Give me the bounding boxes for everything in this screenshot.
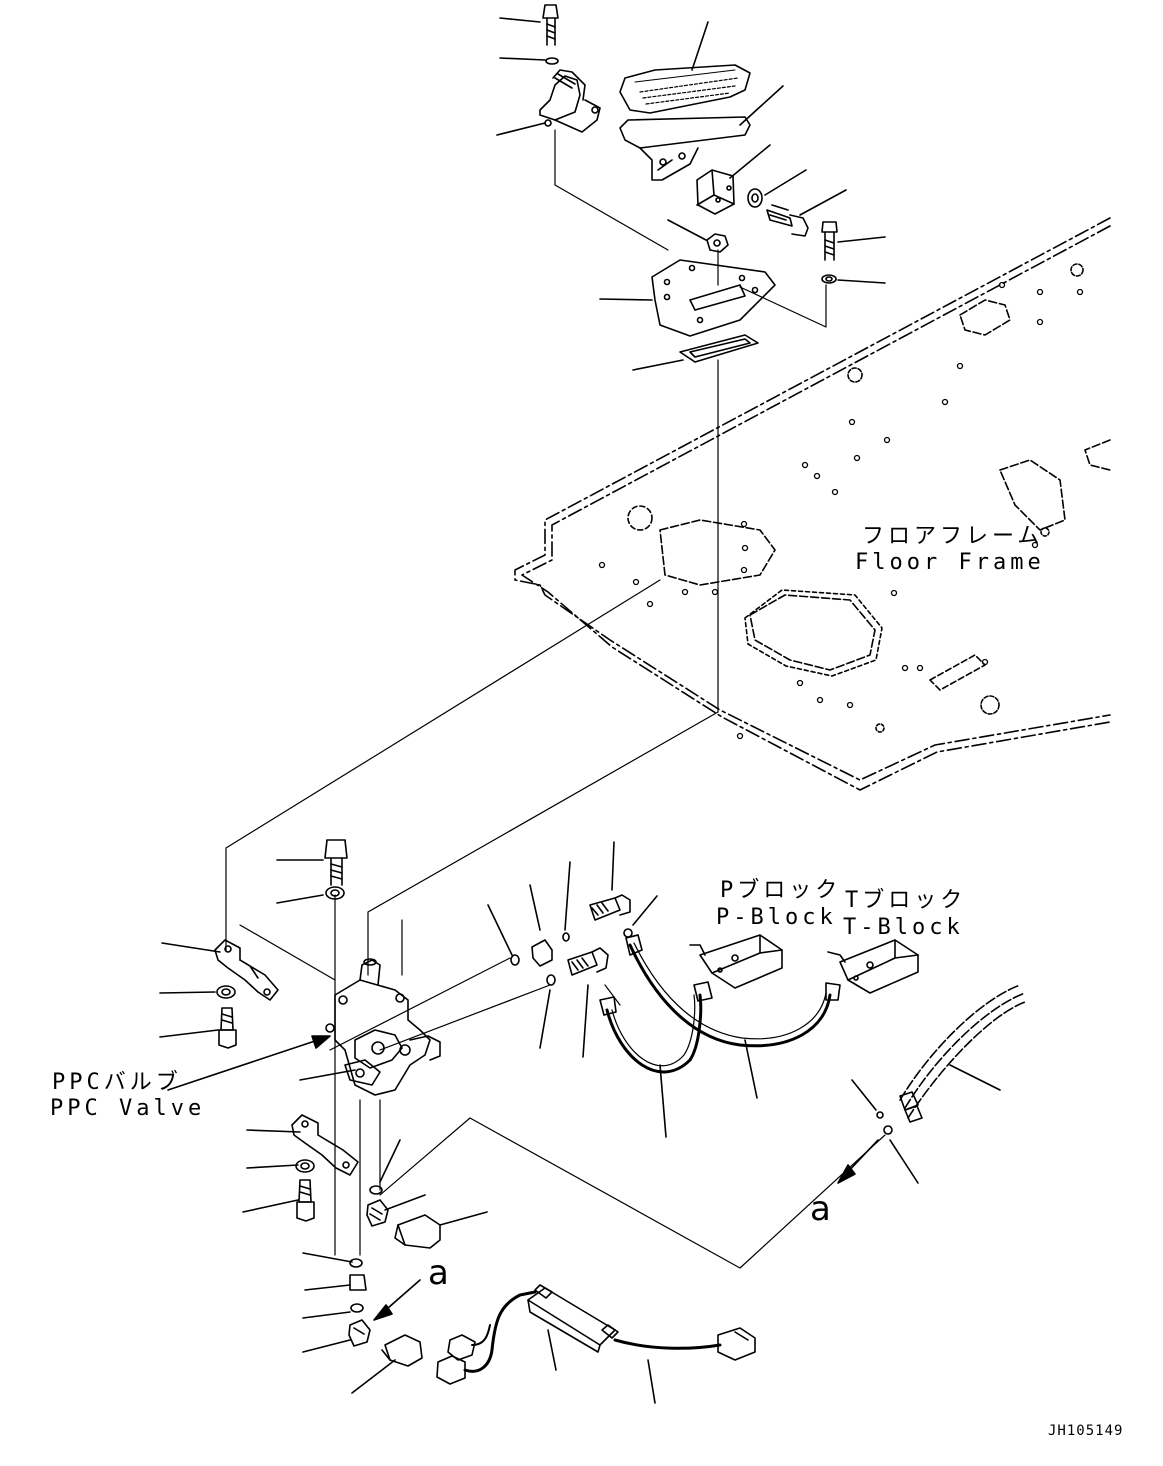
floor-holes: [598, 281, 1084, 740]
hose-fittings-group: [487, 841, 1026, 1404]
ppc-valve-label-en: PPC Valve: [50, 1096, 206, 1121]
floor-frame-label-jp: フロアフレーム: [862, 524, 1044, 549]
ppc-valve-label-jp: PPCバルブ: [52, 1070, 182, 1095]
wiring-harness: [436, 1284, 756, 1385]
p-block-label-en: P-Block: [716, 905, 837, 930]
assembly-guides: [225, 579, 886, 1269]
pedal-assembly: [496, 4, 886, 713]
floor-frame-label-en: Floor Frame: [855, 550, 1045, 575]
p-block-label-jp: Pブロック: [720, 878, 842, 903]
floor-frame: [514, 217, 1111, 791]
view-a-label-right: a: [810, 1189, 831, 1229]
view-a-label-left: a: [428, 1253, 449, 1293]
drawing-code: JH105149: [1048, 1423, 1124, 1439]
t-block-label-jp: Tブロック: [845, 888, 967, 913]
ppc-valve-group: [159, 839, 488, 1394]
t-block-label-en: T-Block: [843, 915, 964, 940]
